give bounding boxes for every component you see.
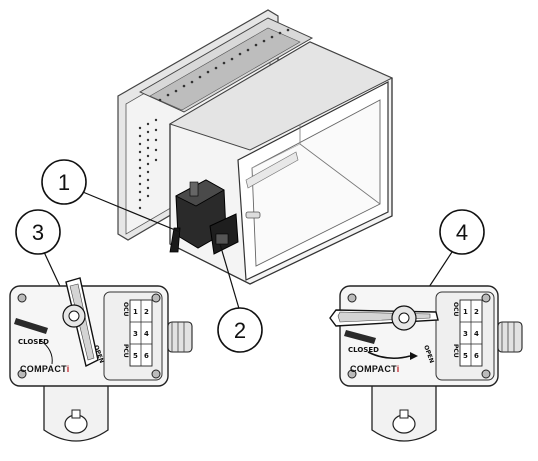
brand-logo-right: COMPACTi	[350, 364, 400, 374]
svg-text:4: 4	[474, 330, 479, 338]
closed-label: CLOSED	[18, 338, 49, 346]
callout-3-label: 3	[32, 220, 44, 245]
svg-text:5: 5	[463, 352, 468, 360]
brand-logo: COMPACTi	[20, 364, 70, 374]
fire-damper-unit	[117, 9, 394, 285]
rotation-arrow-icon	[367, 351, 411, 360]
actuator-detail-closed: CLOSED COMPACTi OPEN OCU PCU 1 2 3 4 5 6	[9, 277, 193, 442]
svg-text:2: 2	[144, 308, 149, 316]
terminal-block-right: OCU PCU 1 2 3 4 5 6	[452, 299, 483, 367]
svg-text:5: 5	[133, 352, 138, 360]
side-flange-perforations	[138, 118, 158, 210]
svg-text:3: 3	[133, 330, 138, 338]
actuator-detail-open: CLOSED COMPACTi OPEN OCU PCU 1 2 3 4 5 6	[329, 285, 523, 442]
callout-1: 1	[41, 159, 181, 233]
callout-1-label: 1	[58, 170, 70, 195]
callout-1-leader	[77, 189, 181, 233]
callout-2-label: 2	[234, 318, 246, 343]
callout-1-circle	[41, 159, 87, 205]
svg-text:6: 6	[474, 352, 479, 360]
callout-4-label: 4	[456, 220, 468, 245]
callout-3-circle	[15, 209, 61, 255]
lever-closed	[62, 277, 99, 368]
svg-text:2: 2	[474, 308, 479, 316]
callout-2-circle	[217, 307, 263, 353]
callout-4-circle	[439, 209, 485, 255]
top-rail-perforations	[158, 28, 290, 102]
ocu-label-right: OCU	[452, 302, 459, 317]
closed-label-right: CLOSED	[348, 346, 379, 354]
svg-text:1: 1	[133, 308, 138, 316]
pcu-label-left: PCU	[122, 344, 129, 358]
callout-2: 2	[217, 243, 263, 353]
callout-4: 4	[409, 209, 485, 317]
svg-text:6: 6	[144, 352, 149, 360]
terminal-block-left: OCU PCU 1 2 3 4 5 6	[122, 299, 153, 367]
svg-text:1: 1	[463, 308, 468, 316]
ocu-label-left: OCU	[122, 302, 129, 317]
lever-open	[329, 305, 439, 331]
svg-text:4: 4	[144, 330, 149, 338]
svg-text:3: 3	[463, 330, 468, 338]
pcu-label-right: PCU	[452, 344, 459, 358]
callout-2-leader	[219, 243, 241, 313]
mounted-actuator	[169, 179, 239, 255]
